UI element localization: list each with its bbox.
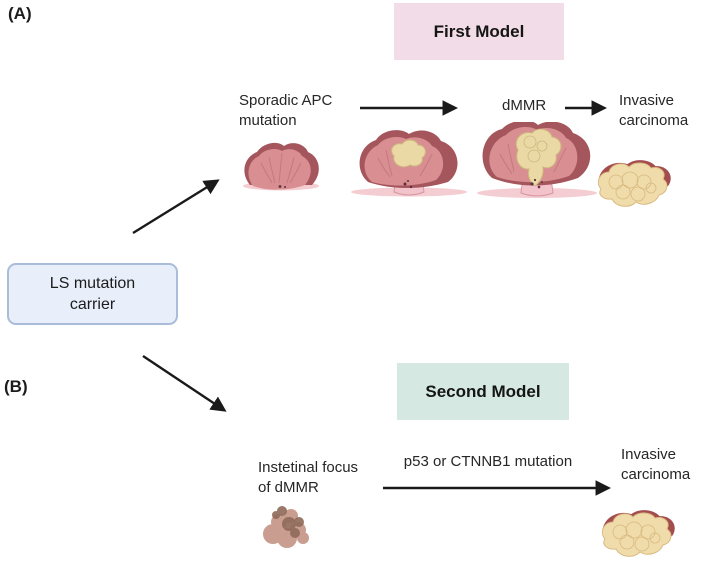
p53-ctnnb1-mutation-label: p53 or CTNNB1 mutation <box>403 453 573 470</box>
instetinal-focus-label: Instetinal focus of dMMR <box>258 459 359 496</box>
dmmr-label: dMMR <box>502 97 547 114</box>
polyp-with-adenoma-focus-icon <box>348 130 470 202</box>
panel-a-label: (A) <box>8 4 32 23</box>
sporadic-apc-mutation-label: Sporadic APC mutation <box>239 92 333 129</box>
second-model-title-box: Second Model <box>397 363 569 420</box>
arrow-carrier-to-model-b <box>142 355 227 412</box>
arrow-carrier-to-model-a <box>132 179 220 235</box>
intestinal-dmmr-focus-icon <box>258 500 313 550</box>
invasive-carcinoma-label-b: Invasive carcinoma <box>621 446 691 483</box>
sessile-polyp-icon <box>237 141 327 193</box>
invasive-carcinoma-icon-a <box>592 158 672 220</box>
ls-mutation-carrier-box: LS mutation carrier <box>7 263 178 325</box>
polyp-with-large-adenoma-icon <box>474 122 600 204</box>
ls-mutation-carrier-label: LS mutation carrier <box>49 275 136 313</box>
panel-b-label: (B) <box>4 377 28 396</box>
first-model-title: First Model <box>433 21 525 41</box>
first-model-title-box: First Model <box>394 3 564 60</box>
second-model-title: Second Model <box>425 381 541 401</box>
invasive-carcinoma-label-a: Invasive carcinoma <box>619 92 689 129</box>
invasive-carcinoma-icon-b <box>596 508 676 570</box>
